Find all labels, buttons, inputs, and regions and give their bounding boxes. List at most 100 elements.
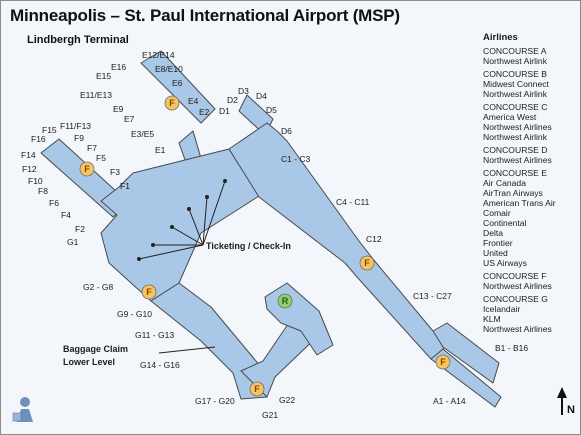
gate-label: D4 — [256, 91, 267, 101]
concourse-name: CONCOURSE C — [483, 102, 548, 112]
marker-letter: F — [254, 384, 260, 394]
gate-label: E15 — [96, 71, 111, 81]
concourse-name: CONCOURSE F — [483, 271, 547, 281]
airline-name: Frontier — [483, 238, 513, 248]
airline-name: Icelandair — [483, 304, 521, 314]
marker-letter: F — [440, 357, 446, 367]
gate-label: E8/E10 — [155, 64, 183, 74]
gate-label: E1 — [155, 145, 166, 155]
marker-letter: F — [364, 258, 370, 268]
airline-name: US Airways — [483, 258, 527, 268]
gate-label: G22 — [279, 395, 295, 405]
concourse-name: CONCOURSE D — [483, 145, 548, 155]
food-marker-icon: F — [249, 381, 265, 397]
gate-label: F1 — [120, 181, 130, 191]
gate-label: G11 - G13 — [135, 330, 174, 340]
terminal-name: Lindbergh Terminal — [27, 34, 129, 46]
gate-label: D6 — [281, 126, 292, 136]
airline-name: Northwest Airlines — [483, 281, 552, 291]
gate-label: D5 — [266, 105, 277, 115]
concourse-name: CONCOURSE E — [483, 168, 547, 178]
ticketing-point — [223, 179, 227, 183]
airline-name: America West — [483, 112, 537, 122]
gate-label: F15 — [42, 125, 57, 135]
airline-name: Comair — [483, 208, 511, 218]
gate-label: G9 - G10 — [117, 309, 152, 319]
gate-label: F8 — [38, 186, 48, 196]
airline-name: Northwest Airlines — [483, 122, 552, 132]
gate-label: C1 - C3 — [281, 154, 311, 164]
main-terminal — [100, 148, 260, 302]
gate-label: E3/E5 — [131, 129, 154, 139]
airline-name: Delta — [483, 228, 504, 238]
gate-label: E6 — [172, 78, 183, 88]
gate-label: D3 — [238, 86, 249, 96]
gate-label: C4 - C11 — [336, 197, 370, 207]
ticketing-pointer-line — [171, 226, 204, 246]
gate-label: C13 - C27 — [413, 291, 452, 301]
gate-label: D2 — [227, 95, 238, 105]
baggage-callout-line2: Lower Level — [63, 357, 115, 367]
gate-label: G1 — [67, 237, 79, 247]
gate-label: E12/E14 — [142, 50, 175, 60]
ticketing-pointer-line — [202, 180, 226, 246]
ticketing-point — [187, 207, 191, 211]
food-marker-icon: F — [141, 284, 157, 300]
airline-name: Midwest Connect — [483, 79, 549, 89]
ticketing-pointer-line — [138, 244, 204, 260]
marker-letter: R — [282, 296, 289, 306]
ticketing-pointer-line — [188, 208, 204, 246]
concourse-name: CONCOURSE A — [483, 46, 547, 56]
food-marker-icon: F — [359, 255, 375, 271]
gate-label: G2 - G8 — [83, 282, 114, 292]
gate-label: F5 — [96, 153, 106, 163]
ticketing-point — [170, 225, 174, 229]
gate-label: F12 — [22, 164, 37, 174]
ticketing-point — [151, 243, 155, 247]
gate-label: F7 — [87, 143, 97, 153]
gate-label: E9 — [113, 104, 124, 114]
gate-label: A1 - A14 — [433, 396, 466, 406]
legend-title: Airlines — [483, 32, 518, 43]
gate-label: F3 — [110, 167, 120, 177]
gate-label: E11/E13 — [80, 90, 112, 100]
concourse-e — [140, 50, 216, 124]
gate-label: D1 — [219, 106, 230, 116]
gate-label: E4 — [188, 96, 199, 106]
airline-name: Northwest Airlink — [483, 56, 547, 66]
baggage-callout-line1: Baggage Claim — [63, 344, 128, 354]
marker-letter: F — [84, 164, 90, 174]
baggage-pointer — [158, 346, 216, 354]
airline-name: Northwest Airlink — [483, 132, 547, 142]
concourse-b — [432, 322, 500, 384]
ticketing-pointer-line — [202, 196, 208, 246]
compass-label: N — [567, 404, 575, 416]
map-title: Minneapolis – St. Paul International Air… — [10, 6, 400, 25]
concourse-name: CONCOURSE G — [483, 294, 548, 304]
airline-name: Continental — [483, 218, 527, 228]
concourse-name: CONCOURSE B — [483, 69, 547, 79]
food-marker-icon: F — [79, 161, 95, 177]
gate-label: F9 — [74, 133, 84, 143]
gate-label: F4 — [61, 210, 71, 220]
gate-label: F16 — [31, 134, 46, 144]
airline-name: AirTran Airways — [483, 188, 543, 198]
gate-label: F10 — [28, 176, 43, 186]
concourse-g — [150, 282, 268, 400]
gate-label: F2 — [75, 224, 85, 234]
airline-name: KLM — [483, 314, 501, 324]
marker-letter: F — [146, 287, 152, 297]
gate-label: F14 — [21, 150, 36, 160]
gate-label: G21 — [262, 410, 278, 420]
